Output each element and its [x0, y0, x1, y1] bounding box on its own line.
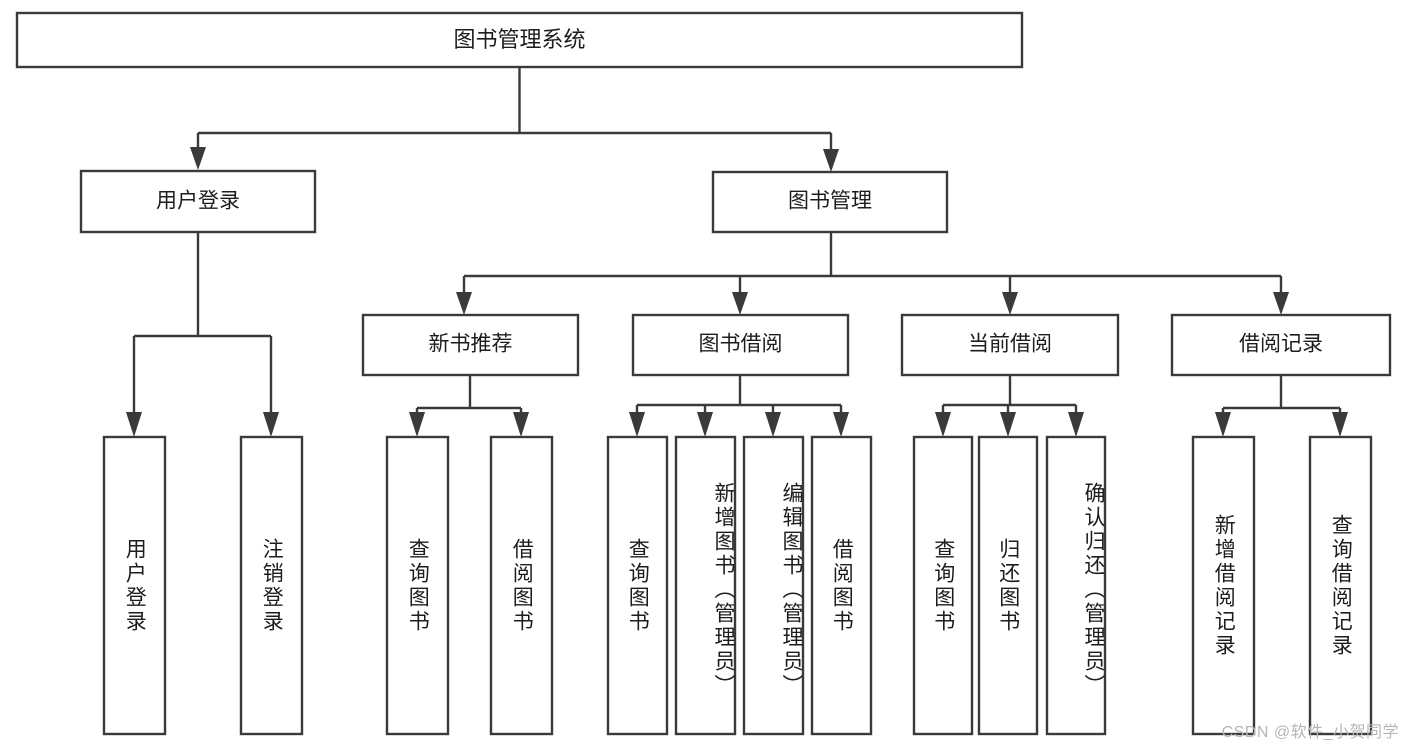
node-book-management[interactable]: 图书管理 [711, 170, 949, 234]
arrow-head-icon [1215, 412, 1231, 437]
node-current-borrow-label: 当前借阅 [968, 333, 1052, 356]
arrow-head-icon [126, 412, 142, 437]
node-current-borrow[interactable]: 当前借阅 [900, 313, 1120, 377]
node-user-login[interactable]: 用户登录 [79, 169, 317, 234]
node-user-login-label: 用户登录 [156, 190, 240, 213]
leaf-box-book-borrow-2[interactable] [742, 435, 805, 736]
node-book-management-label: 图书管理 [788, 190, 872, 213]
arrow-head-icon [513, 412, 529, 437]
node-borrow-record-label: 借阅记录 [1239, 333, 1323, 356]
leaf-box-current-borrow-0[interactable] [912, 435, 974, 736]
arrow-head-icon [1068, 412, 1084, 437]
arrow-head-icon [1273, 292, 1289, 315]
node-current-borrow-box[interactable] [900, 313, 1120, 377]
node-book-borrow-label: 图书借阅 [699, 333, 783, 356]
arrow-head-icon [935, 412, 951, 437]
node-user-login-box[interactable] [79, 169, 317, 234]
arrow-head-icon [823, 149, 839, 172]
csdn-watermark: CSDN @软件_小贺同学 [1221, 724, 1399, 741]
node-book-management-box[interactable] [711, 170, 949, 234]
arrow-head-icon [697, 412, 713, 437]
arrow-head-icon [190, 147, 206, 170]
leaf-box-book-borrow-3[interactable] [810, 435, 873, 736]
arrow-head-icon [263, 412, 279, 437]
leaf-box-borrow-record-1[interactable] [1308, 435, 1373, 736]
node-new-book-recommend[interactable]: 新书推荐 [361, 313, 580, 377]
node-borrow-record[interactable]: 借阅记录 [1170, 313, 1392, 377]
arrow-head-icon [409, 412, 425, 437]
leaf-box-user-login-1[interactable] [239, 435, 304, 736]
leaf-box-new-book-1[interactable] [489, 435, 554, 736]
leaf-box-current-borrow-2[interactable] [1045, 435, 1107, 736]
arrow-head-icon [765, 412, 781, 437]
arrow-head-icon [456, 292, 472, 315]
leaf-box-current-borrow-1[interactable] [977, 435, 1039, 736]
node-new-book-recommend-label: 新书推荐 [429, 333, 513, 356]
arrow-head-icon [732, 292, 748, 315]
arrow-head-icon [629, 412, 645, 437]
arrow-head-icon [833, 412, 849, 437]
arrow-head-icon [1002, 292, 1018, 315]
connector-layer [126, 67, 1348, 437]
node-book-borrow[interactable]: 图书借阅 [631, 313, 850, 377]
node-root[interactable]: 图书管理系统 [15, 11, 1024, 69]
leaf-box-new-book-0[interactable] [385, 435, 450, 736]
node-root-box[interactable] [15, 11, 1024, 69]
leaf-box-user-login-0[interactable] [102, 435, 167, 736]
node-root-label: 图书管理系统 [453, 27, 585, 52]
arrow-head-icon [1000, 412, 1016, 437]
leaf-box-book-borrow-0[interactable] [606, 435, 669, 736]
node-new-book-recommend-box[interactable] [361, 313, 580, 377]
node-borrow-record-box[interactable] [1170, 313, 1392, 377]
node-book-borrow-box[interactable] [631, 313, 850, 377]
leaf-box-book-borrow-1[interactable] [674, 435, 737, 736]
arrow-head-icon [1332, 412, 1348, 437]
leaf-box-borrow-record-0[interactable] [1191, 435, 1256, 736]
